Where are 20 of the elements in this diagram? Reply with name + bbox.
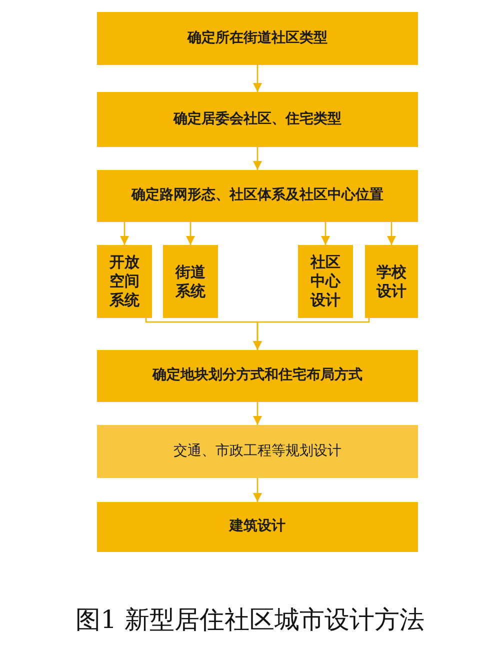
process-box: 确定居委会社区、住宅类型: [97, 92, 418, 147]
arrow: [186, 222, 196, 245]
arrow: [252, 147, 262, 170]
subtask-box: 社区中心设计: [298, 245, 353, 318]
process-box: 确定路网形态、社区体系及社区中心位置: [97, 170, 418, 222]
arrow: [386, 222, 396, 245]
arrow: [252, 402, 262, 425]
process-box: 确定所在街道社区类型: [97, 12, 418, 65]
arrow: [120, 222, 130, 245]
arrow: [252, 478, 262, 502]
subtask-box: 街道系统: [163, 245, 218, 318]
subtask-box: 学校设计: [365, 245, 418, 318]
process-box: 确定地块划分方式和住宅布局方式: [97, 350, 418, 402]
arrow: [252, 65, 262, 92]
process-box: 建筑设计: [97, 502, 418, 552]
arrow: [252, 318, 370, 350]
subtask-box: 开放空间系统: [97, 245, 152, 318]
arrow: [320, 222, 330, 245]
process-box: 交通、市政工程等规划设计: [97, 425, 418, 478]
figure-caption: 图1 新型居住社区城市设计方法: [74, 604, 426, 636]
